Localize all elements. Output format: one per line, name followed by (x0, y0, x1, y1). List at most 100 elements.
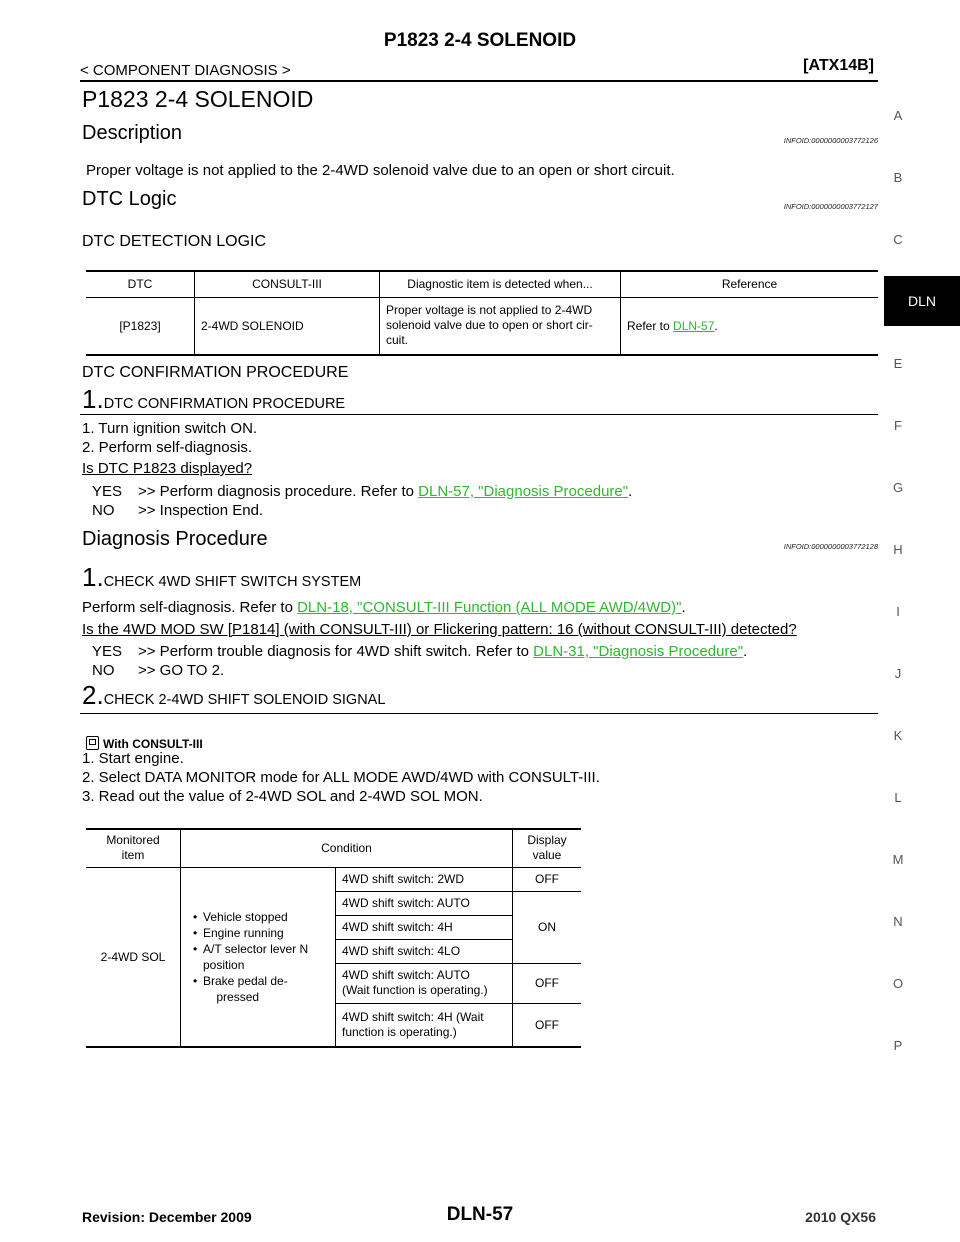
condition-item: Brake pedal de- pressed (193, 973, 329, 1005)
monitored-item: 2-4WD SOL (86, 867, 181, 1048)
step-number: 1. (82, 562, 104, 592)
col-reference: Reference (620, 271, 878, 297)
section-breadcrumb: < COMPONENT DIAGNOSIS > (80, 62, 291, 79)
col-display-value: Display value (512, 829, 581, 867)
step-question: Is the 4WD MOD SW [P1814] (with CONSULT-… (82, 621, 797, 638)
side-index-l[interactable]: L (894, 790, 902, 805)
dtc-logic-heading: DTC Logic (82, 188, 177, 210)
dtc-logic-table: DTC CONSULT-III Diagnostic item is detec… (86, 270, 878, 356)
condition-line: 4WD shift switch: AUTO (342, 968, 470, 982)
condition-line: pressed (216, 989, 260, 1004)
shift-switch-diagnosis-link[interactable]: DLN-31, "Diagnosis Procedure" (533, 643, 744, 660)
switch-condition: 4WD shift switch: 4H (Wait function is o… (335, 1002, 513, 1048)
confirmation-step-1: 1.DTC CONFIRMATION PROCEDURE (82, 384, 345, 415)
reference-cell: Refer to DLN-57. (620, 297, 878, 355)
side-tab-dln[interactable]: DLN (884, 276, 960, 326)
model-year: 2010 QX56 (805, 1209, 876, 1225)
consult-item: 2-4WD SOLENOID (194, 297, 380, 355)
condition-line: position (203, 957, 245, 972)
col-consult: CONSULT-III (194, 271, 380, 297)
page-title: P1823 2-4 SOLENOID (82, 86, 314, 112)
header-line: item (121, 848, 145, 863)
no-label: NO (92, 662, 115, 679)
condition-line: Brake pedal de- (203, 973, 288, 988)
condition-line: (Wait function is operating.) (342, 983, 488, 997)
diagnosis-step-1: 1.CHECK 4WD SHIFT SWITCH SYSTEM (82, 562, 361, 593)
switch-condition: 4WD shift switch: 4LO (335, 938, 513, 963)
page-number: DLN-57 (446, 1204, 514, 1225)
dtc-code: [P1823] (119, 318, 161, 333)
side-index-n[interactable]: N (893, 914, 903, 929)
instruction-text: Perform self-diagnosis. Refer to (82, 599, 298, 616)
step-number: 1. (82, 384, 104, 414)
diagnosis-step-2: 2.CHECK 2-4WD SHIFT SOLENOID SIGNAL (82, 680, 385, 711)
operating-conditions: Vehicle stopped Engine running A/T selec… (180, 867, 336, 1048)
description-infoid: INFOID:0000000003772126 (783, 136, 878, 145)
col-monitored-item: Monitored item (86, 829, 181, 867)
side-index-b[interactable]: B (893, 170, 903, 185)
header-line: Monitored (106, 833, 160, 848)
step-number: 2. (82, 680, 104, 710)
detection-condition: Proper voltage is not applied to 2-4WD s… (379, 297, 621, 355)
yes-label: YES (92, 643, 123, 660)
reference-link[interactable]: DLN-57 (673, 318, 715, 333)
side-index-f[interactable]: F (894, 418, 902, 433)
col-condition: Condition (180, 829, 513, 867)
side-index-k[interactable]: K (893, 728, 903, 743)
side-index-e[interactable]: E (893, 356, 903, 371)
with-consult-text: With CONSULT-III (103, 737, 203, 751)
condition-item: Engine running (193, 925, 329, 941)
consult-function-link[interactable]: DLN-18, "CONSULT-III Function (ALL MODE … (297, 599, 682, 616)
procedure-item: 2. Select DATA MONITOR mode for ALL MODE… (82, 769, 600, 786)
description-text: Proper voltage is not applied to the 2-4… (86, 162, 675, 179)
side-index-o[interactable]: O (892, 976, 904, 991)
dtc-confirmation-title: DTC CONFIRMATION PROCEDURE (82, 364, 349, 381)
answer-yes: YES>> Perform trouble diagnosis for 4WD … (92, 643, 747, 660)
display-value: OFF (512, 867, 581, 891)
side-index-m[interactable]: M (892, 852, 904, 867)
diagnosis-heading: Diagnosis Procedure (82, 528, 268, 550)
yes-suffix: . (743, 643, 748, 660)
detection-line: cuit. (386, 333, 409, 348)
diagnosis-infoid: INFOID:0000000003772128 (783, 542, 878, 551)
side-index-g[interactable]: G (892, 480, 904, 495)
side-index-p[interactable]: P (893, 1038, 903, 1053)
header-divider (80, 80, 878, 82)
yes-suffix: . (628, 483, 633, 500)
condition-line: 4WD shift switch: 4H (Wait (342, 1009, 484, 1024)
side-index-c[interactable]: C (893, 232, 903, 247)
diagnosis-procedure-link[interactable]: DLN-57, "Diagnosis Procedure" (418, 483, 629, 500)
step-instruction: Perform self-diagnosis. Refer to DLN-18,… (82, 599, 686, 616)
no-text: >> GO TO 2. (138, 662, 225, 679)
side-index-h[interactable]: H (893, 542, 903, 557)
instruction-suffix: . (681, 599, 686, 616)
answer-no: NO >> GO TO 2. (92, 662, 224, 679)
switch-condition: 4WD shift switch: AUTO (335, 890, 513, 915)
step-title: CHECK 4WD SHIFT SWITCH SYSTEM (103, 574, 362, 590)
condition-line: A/T selector lever N (203, 941, 309, 956)
step-title: CHECK 2-4WD SHIFT SOLENOID SIGNAL (103, 692, 386, 708)
no-label: NO (92, 502, 115, 519)
header-line: value (532, 848, 562, 863)
model-code: [ATX14B] (803, 57, 874, 74)
yes-label: YES (92, 483, 123, 500)
answer-no: NO>> Inspection End. (92, 502, 263, 519)
display-value: OFF (512, 962, 581, 1003)
description-heading: Description (82, 122, 183, 144)
step-divider (80, 414, 878, 415)
switch-condition: 4WD shift switch: 2WD (335, 867, 513, 891)
reference-suffix: . (714, 318, 718, 333)
step-title: DTC CONFIRMATION PROCEDURE (103, 396, 346, 412)
header-line: Display (527, 833, 567, 848)
reference-prefix: Refer to (627, 318, 674, 333)
side-index-j[interactable]: J (894, 666, 902, 681)
dtc-logic-infoid: INFOID:0000000003772127 (783, 202, 878, 211)
side-index-i[interactable]: I (896, 604, 900, 619)
switch-condition: 4WD shift switch: AUTO (Wait function is… (335, 962, 513, 1003)
col-detected: Diagnostic item is detected when... (379, 271, 621, 297)
side-index-a[interactable]: A (893, 108, 903, 123)
detection-line: solenoid valve due to open or short cir- (386, 318, 593, 333)
procedure-item: 1. Start engine. (82, 750, 184, 767)
detection-line: Proper voltage is not applied to 2-4WD (386, 303, 593, 318)
